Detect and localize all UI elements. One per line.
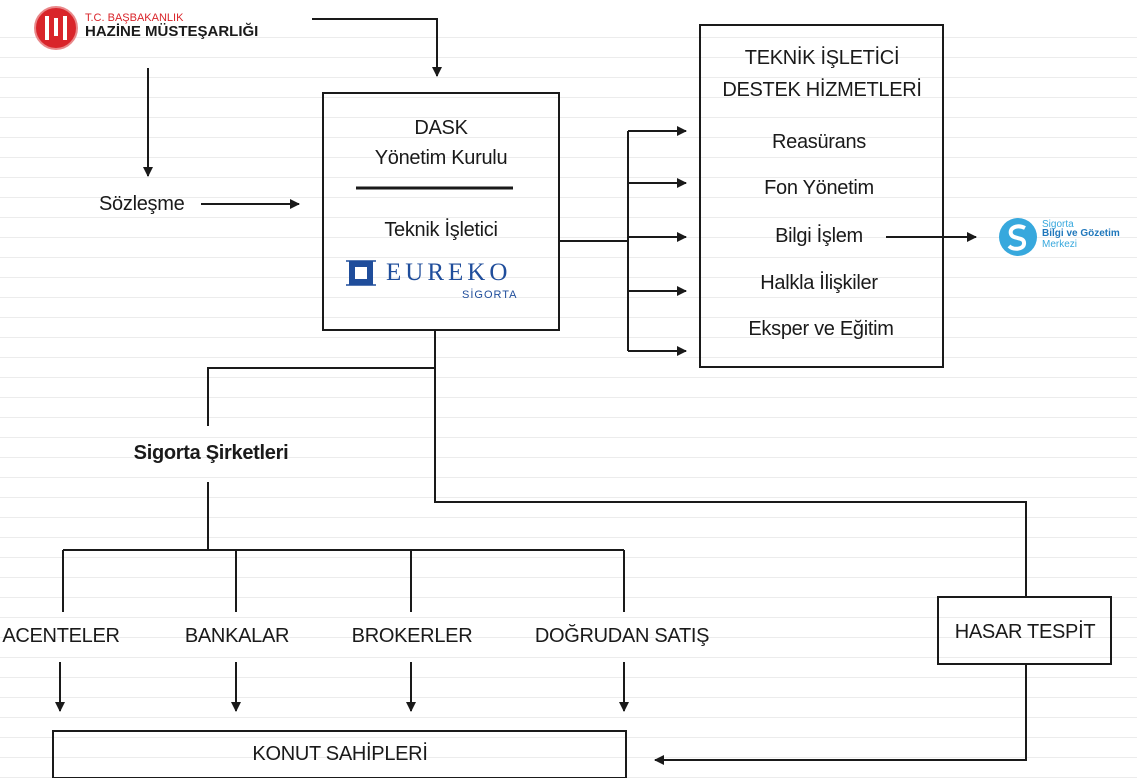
eureko-logo: EUREKO SİGORTA — [346, 258, 536, 302]
channel-bankalar: BANKALAR — [184, 625, 290, 647]
hazine-logo: T.C. BAŞBAKANLIK HAZİNE MÜSTEŞARLIĞI — [34, 6, 304, 52]
destek-title-line2: DESTEK HİZMETLERİ — [722, 79, 922, 101]
hazine-logo-line1: T.C. BAŞBAKANLIK — [85, 12, 184, 24]
channel-dogrudan-satis: DOĞRUDAN SATIŞ — [534, 625, 710, 647]
eureko-sub: SİGORTA — [462, 289, 518, 301]
service-reasurans: Reasürans — [771, 131, 867, 153]
eureko-name: EUREKO — [386, 259, 512, 286]
sbm-swirl-icon — [999, 218, 1037, 256]
dask-subtitle: Yönetim Kurulu — [374, 147, 508, 169]
dask-title: DASK — [414, 117, 468, 139]
dask-to-hasar-line — [434, 368, 1027, 597]
teknik-isletici-label: Teknik İşletici — [384, 219, 498, 241]
konut-sahipleri-box — [52, 730, 627, 778]
konut-sahipleri-label: KONUT SAHİPLERİ — [252, 743, 428, 765]
dask-box — [322, 92, 560, 331]
hasar-tespit-box — [937, 596, 1112, 665]
service-fon-yonetim: Fon Yönetim — [764, 177, 874, 199]
hasar-tespit-label: HASAR TESPİT — [954, 621, 1096, 643]
channel-brokerler: BROKERLER — [351, 625, 473, 647]
sbm-line3: Merkezi — [1042, 239, 1078, 250]
eureko-mark-icon — [346, 260, 376, 286]
sigorta-sirketleri-label: Sigorta Şirketleri — [133, 442, 289, 464]
service-eksper-egitim: Eksper ve Eğitim — [748, 318, 894, 340]
service-bilgi-islem: Bilgi İşlem — [775, 225, 863, 247]
sozlesme-label: Sözleşme — [99, 193, 185, 215]
destek-box — [699, 24, 944, 368]
hazine-logo-line2: HAZİNE MÜSTEŞARLIĞI — [85, 23, 259, 40]
sbm-line1: Sigorta — [1042, 219, 1074, 230]
hazine-seal-icon — [34, 6, 78, 50]
dask-to-sigorta-line — [207, 330, 436, 426]
hazine-to-dask-arrow — [312, 18, 442, 77]
destek-title-line1: TEKNİK İŞLETİCİ — [744, 47, 900, 69]
channel-acenteler: ACENTELER — [2, 625, 120, 647]
sbm-line2: Bilgi ve Gözetim — [1042, 228, 1120, 239]
sbm-logo: Sigorta Bilgi ve Gözetim Merkezi — [997, 214, 1137, 260]
hasar-to-konut-arrow — [654, 664, 1027, 765]
service-halkla-iliskiler: Halkla İlişkiler — [760, 272, 878, 294]
